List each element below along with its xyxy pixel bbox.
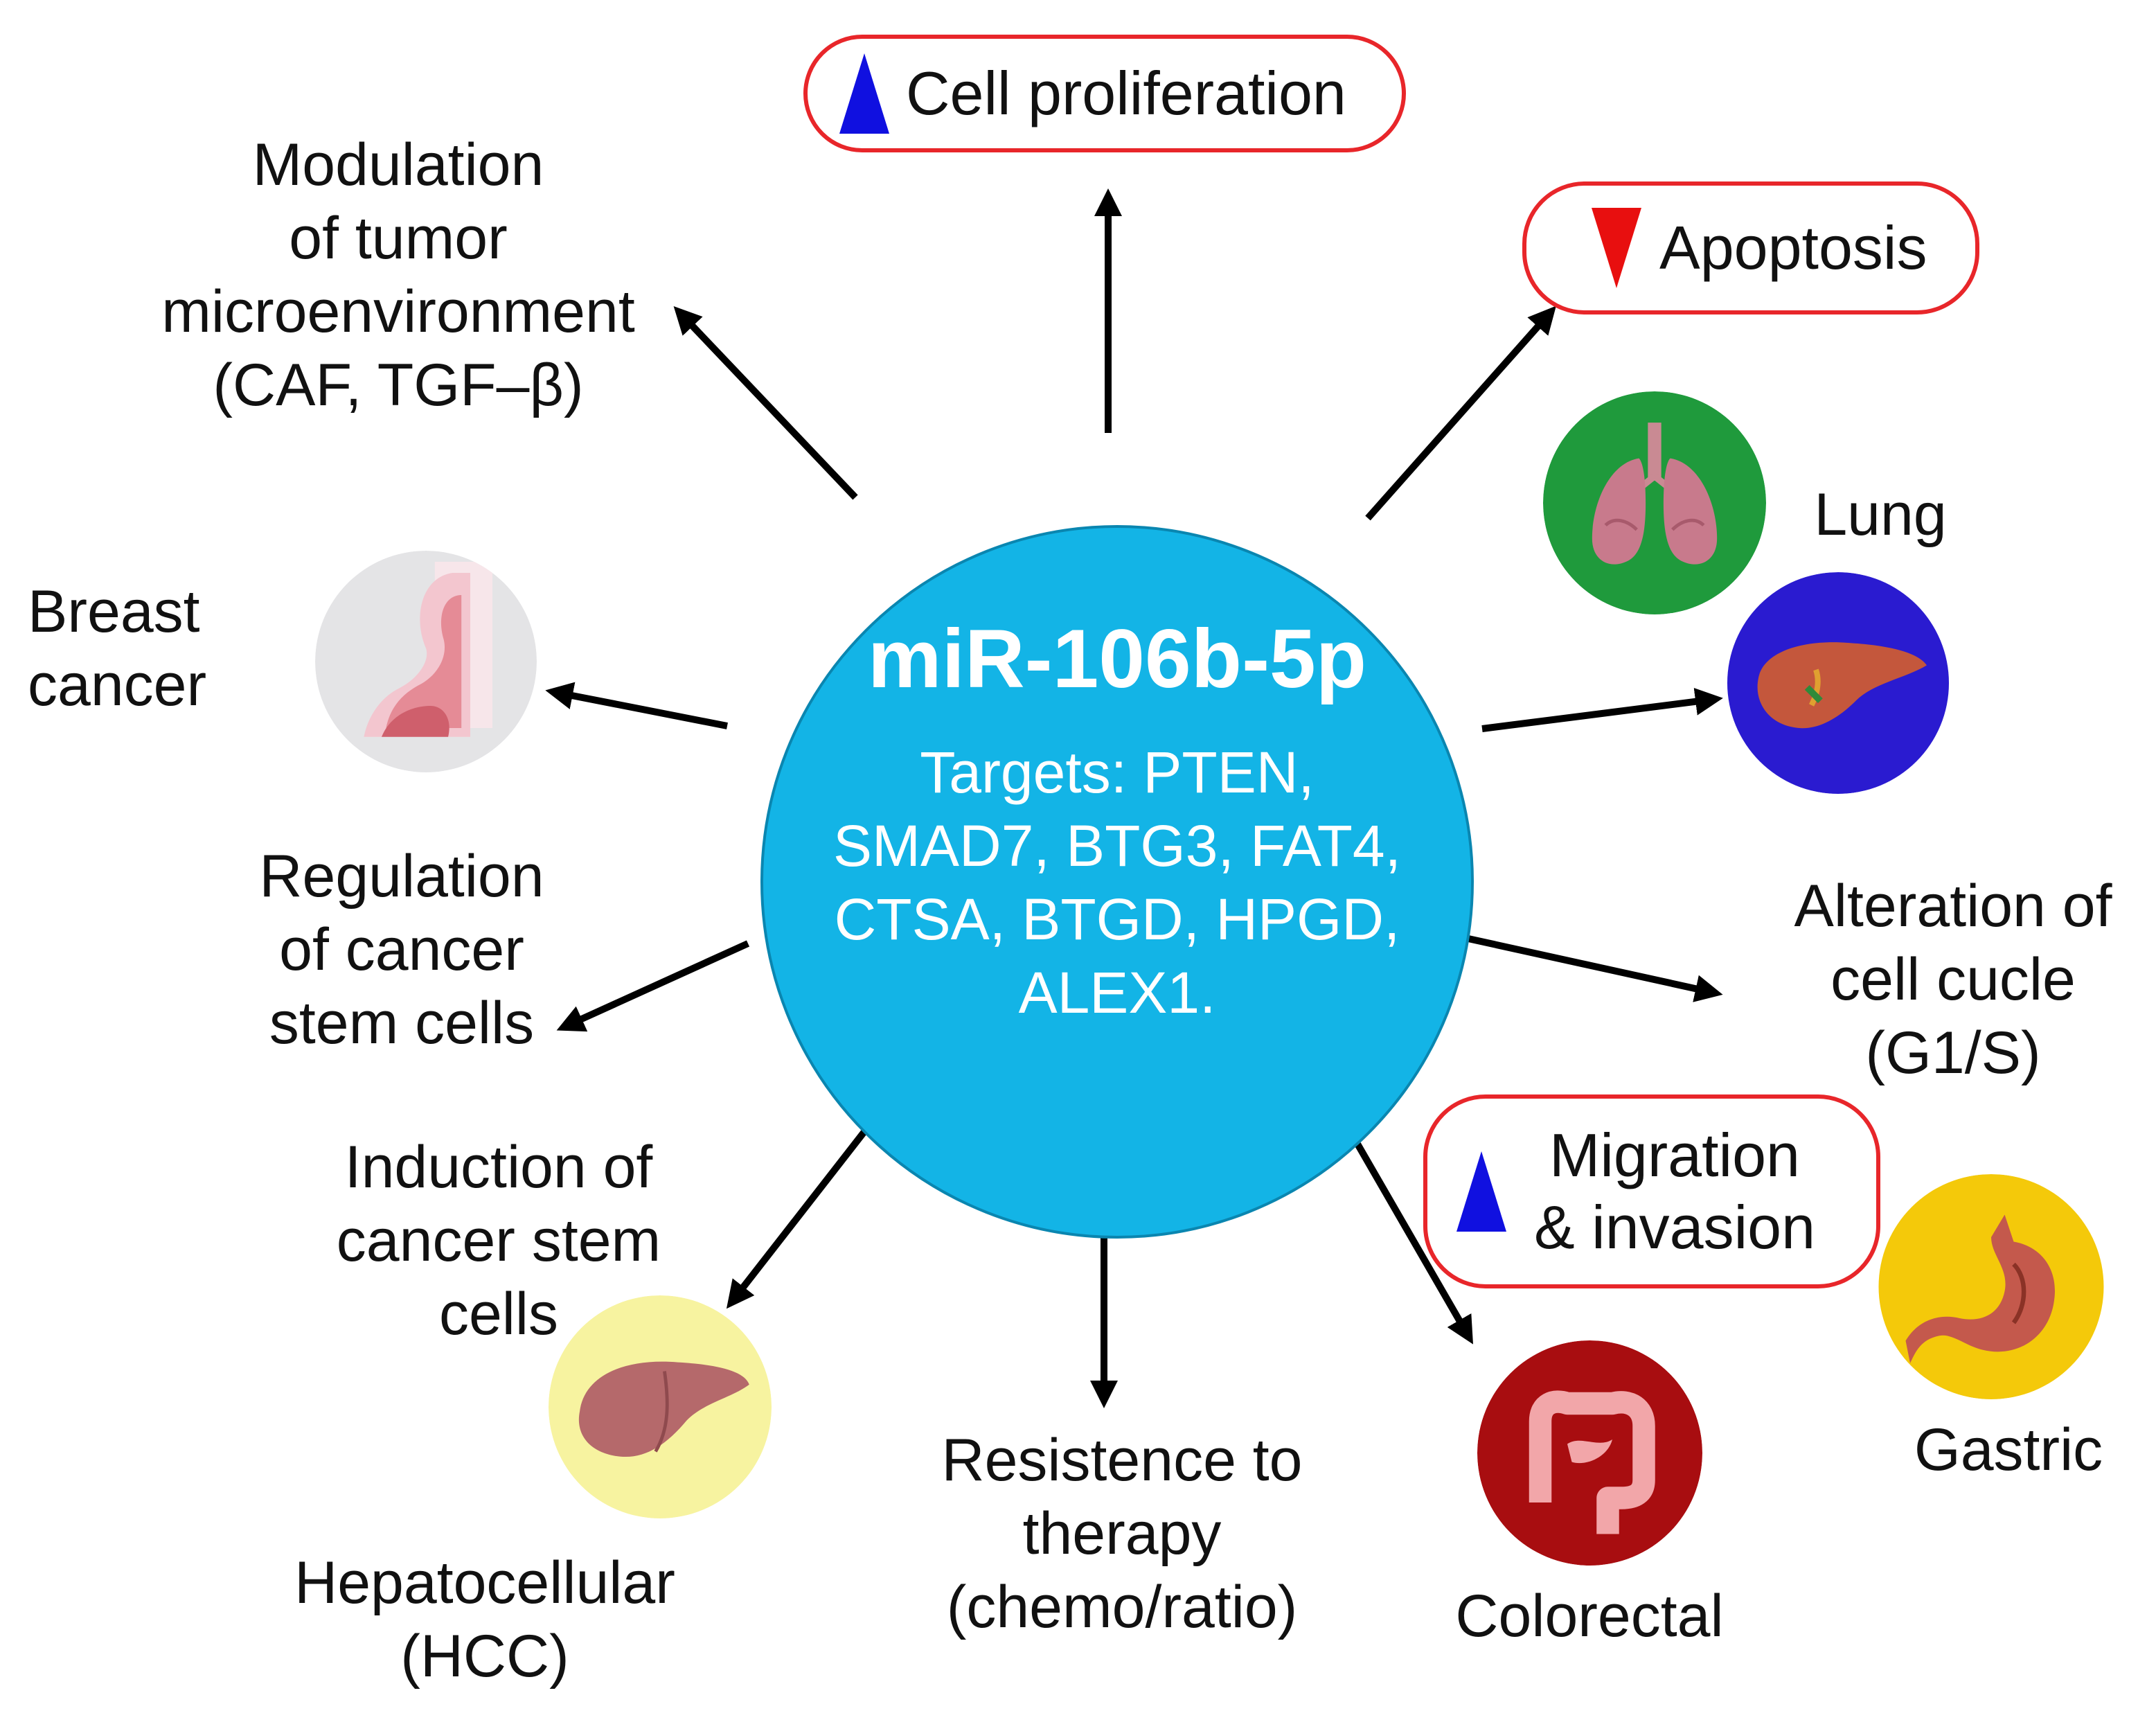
breast-cancer-label: Breast cancer (28, 575, 206, 722)
migration-invasion-label: Migration & invasion (1534, 1119, 1815, 1264)
targets-line: ALEX1. (1018, 960, 1216, 1025)
label-line: Regulation (259, 843, 544, 910)
increase-triangle-icon (839, 53, 889, 134)
lung-label: Lung (1787, 478, 1974, 551)
label-line: Induction of (344, 1134, 653, 1200)
arrow-breast-cancer (545, 682, 728, 729)
apoptosis-pill: Apoptosis (1522, 181, 1979, 314)
hcc-label: Hepatocellular (HCC) (256, 1546, 713, 1693)
mirna-hub: miR-106b-5p Targets: PTEN, SMAD7, BTG3, … (760, 525, 1474, 1239)
apoptosis-label: Apoptosis (1659, 213, 1927, 282)
liver-icon (549, 1295, 772, 1518)
colorectal-label: Colorectal (1427, 1579, 1752, 1653)
label-line: Alteration of (1794, 873, 2112, 939)
label-line: Breast (28, 578, 200, 645)
label-line: of tumor (289, 205, 508, 272)
lung-text: Lung (1814, 481, 1947, 548)
arrow-colorectal (1337, 1112, 1473, 1345)
label-line: of cancer (279, 916, 524, 983)
breast-icon (315, 551, 537, 772)
gastric-text: Gastric (1914, 1417, 2103, 1483)
label-line: (HCC) (400, 1623, 569, 1690)
cancer-stem-induction-label: Induction of cancer stem cells (298, 1131, 700, 1351)
label-line: (CAF, TGF–β) (213, 352, 584, 418)
liver-icon (1725, 572, 1952, 794)
label-line: Resistence to (941, 1427, 1303, 1493)
increase-triangle-icon (1456, 1151, 1506, 1232)
label-line: cells (438, 1281, 559, 1347)
label-line: Modulation (252, 132, 544, 198)
colorectal-text: Colorectal (1455, 1583, 1724, 1649)
arrow-liver (1481, 687, 1723, 732)
targets-line: SMAD7, BTG3, FAT4, (833, 813, 1401, 878)
tumor-microenvironment-label: Modulation of tumor microenvironment (CA… (128, 128, 668, 422)
label-line: Hepatocellular (294, 1550, 675, 1616)
label-line: therapy (1022, 1500, 1222, 1567)
migration-invasion-pill: Migration & invasion (1423, 1094, 1880, 1288)
cancer-stem-regulation-label: Regulation of cancer stem cells (208, 840, 596, 1060)
therapy-resistance-label: Resistence to therapy (chemo/ratio) (900, 1424, 1344, 1644)
cell-cycle-label: Alteration of cell cucle (G1/S) (1759, 869, 2147, 1090)
arrow-cell-cycle (1467, 935, 1723, 1002)
colon-icon (1477, 1340, 1702, 1566)
arrow-stem-induction (726, 1111, 881, 1309)
mirna-title: miR-106b-5p (867, 612, 1367, 705)
label-line: cell cucle (1830, 946, 2076, 1013)
lungs-icon (1543, 391, 1766, 614)
stomach-icon (1877, 1174, 2105, 1399)
arrow-tumor-microenvironment (673, 305, 858, 500)
cell-proliferation-pill: Cell proliferation (803, 35, 1406, 152)
targets-line: Targets: PTEN, (920, 740, 1315, 805)
label-line: (G1/S) (1865, 1020, 2041, 1086)
cell-proliferation-label: Cell proliferation (906, 59, 1346, 127)
gastric-label: Gastric (1870, 1413, 2147, 1487)
label-line: Migration (1549, 1121, 1800, 1189)
mirna-targets: Targets: PTEN, SMAD7, BTG3, FAT4, CTSA, … (812, 736, 1423, 1029)
label-line: (chemo/ratio) (946, 1574, 1298, 1640)
label-line: microenvironment (161, 278, 635, 345)
label-line: & invasion (1534, 1193, 1816, 1261)
decrease-triangle-icon (1592, 208, 1641, 288)
label-line: stem cells (269, 990, 535, 1056)
arrow-apoptosis (1365, 305, 1556, 521)
targets-line: CTSA, BTGD, HPGD, (834, 887, 1400, 952)
arrow-stem-regulation (556, 940, 750, 1032)
label-line: cancer (28, 652, 207, 718)
label-line: cancer stem (336, 1207, 661, 1274)
